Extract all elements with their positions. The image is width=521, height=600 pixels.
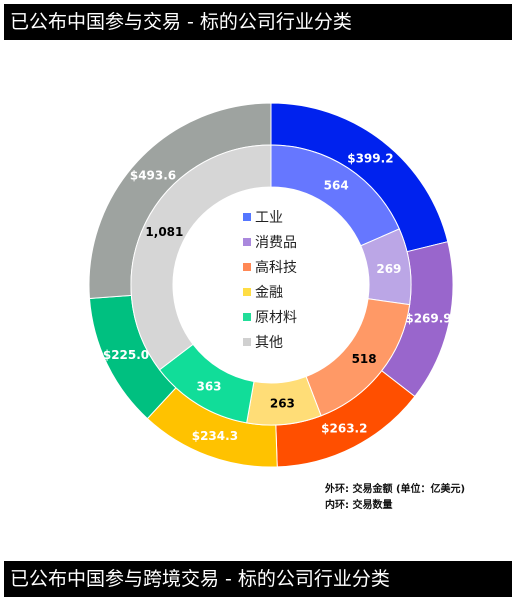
legend-swatch-6	[243, 338, 251, 346]
inner-ring-label-6: 1,081	[145, 225, 183, 239]
legend-label-6: 其他	[255, 335, 283, 351]
donut-chart: $399.2 $269.9 $263.2 $234.3 $225.0 $493.6 564 2…	[88, 102, 454, 468]
chart-area: $399.2 $269.9 $263.2 $234.3 $225.0 $493.6 564 2…	[0, 40, 521, 560]
legend-swatch-3	[243, 263, 251, 271]
inner-ring-label-3: 518	[352, 352, 377, 366]
legend-label-4: 金融	[255, 285, 283, 301]
note-outer-ring: 外环: 交易金额 (单位：亿美元)	[325, 484, 466, 495]
inner-ring-label-5: 363	[196, 380, 221, 394]
legend-swatch-1	[243, 213, 251, 221]
legend-swatch-2	[243, 238, 251, 246]
note-inner-ring: 内环: 交易数量	[325, 500, 393, 511]
legend-label-5: 原材料	[255, 310, 297, 326]
inner-ring-label-2: 269	[376, 262, 401, 276]
inner-ring-label-1: 564	[324, 178, 349, 192]
inner-ring-slice-6	[130, 144, 272, 371]
outer-ring-label-3: $263.2	[321, 421, 367, 435]
outer-ring-label-6: $493.6	[130, 169, 176, 183]
legend-swatch-4	[243, 288, 251, 296]
page-title: 已公布中国参与交易 - 标的公司行业分类	[4, 4, 512, 40]
legend-label-3: 高科技	[255, 259, 297, 276]
legend-label-2: 消费品	[255, 235, 297, 251]
legend-swatch-5	[243, 313, 251, 321]
legend-label-1: 工业	[255, 210, 283, 226]
section-title: 已公布中国参与跨境交易 - 标的公司行业分类	[4, 561, 512, 597]
inner-ring-label-4: 263	[270, 397, 295, 411]
outer-ring-label-4: $234.3	[192, 429, 238, 443]
outer-ring-label-1: $399.2	[347, 151, 393, 165]
outer-ring-label-5: $225.0	[103, 348, 149, 362]
outer-ring-label-2: $269.9	[405, 312, 451, 326]
